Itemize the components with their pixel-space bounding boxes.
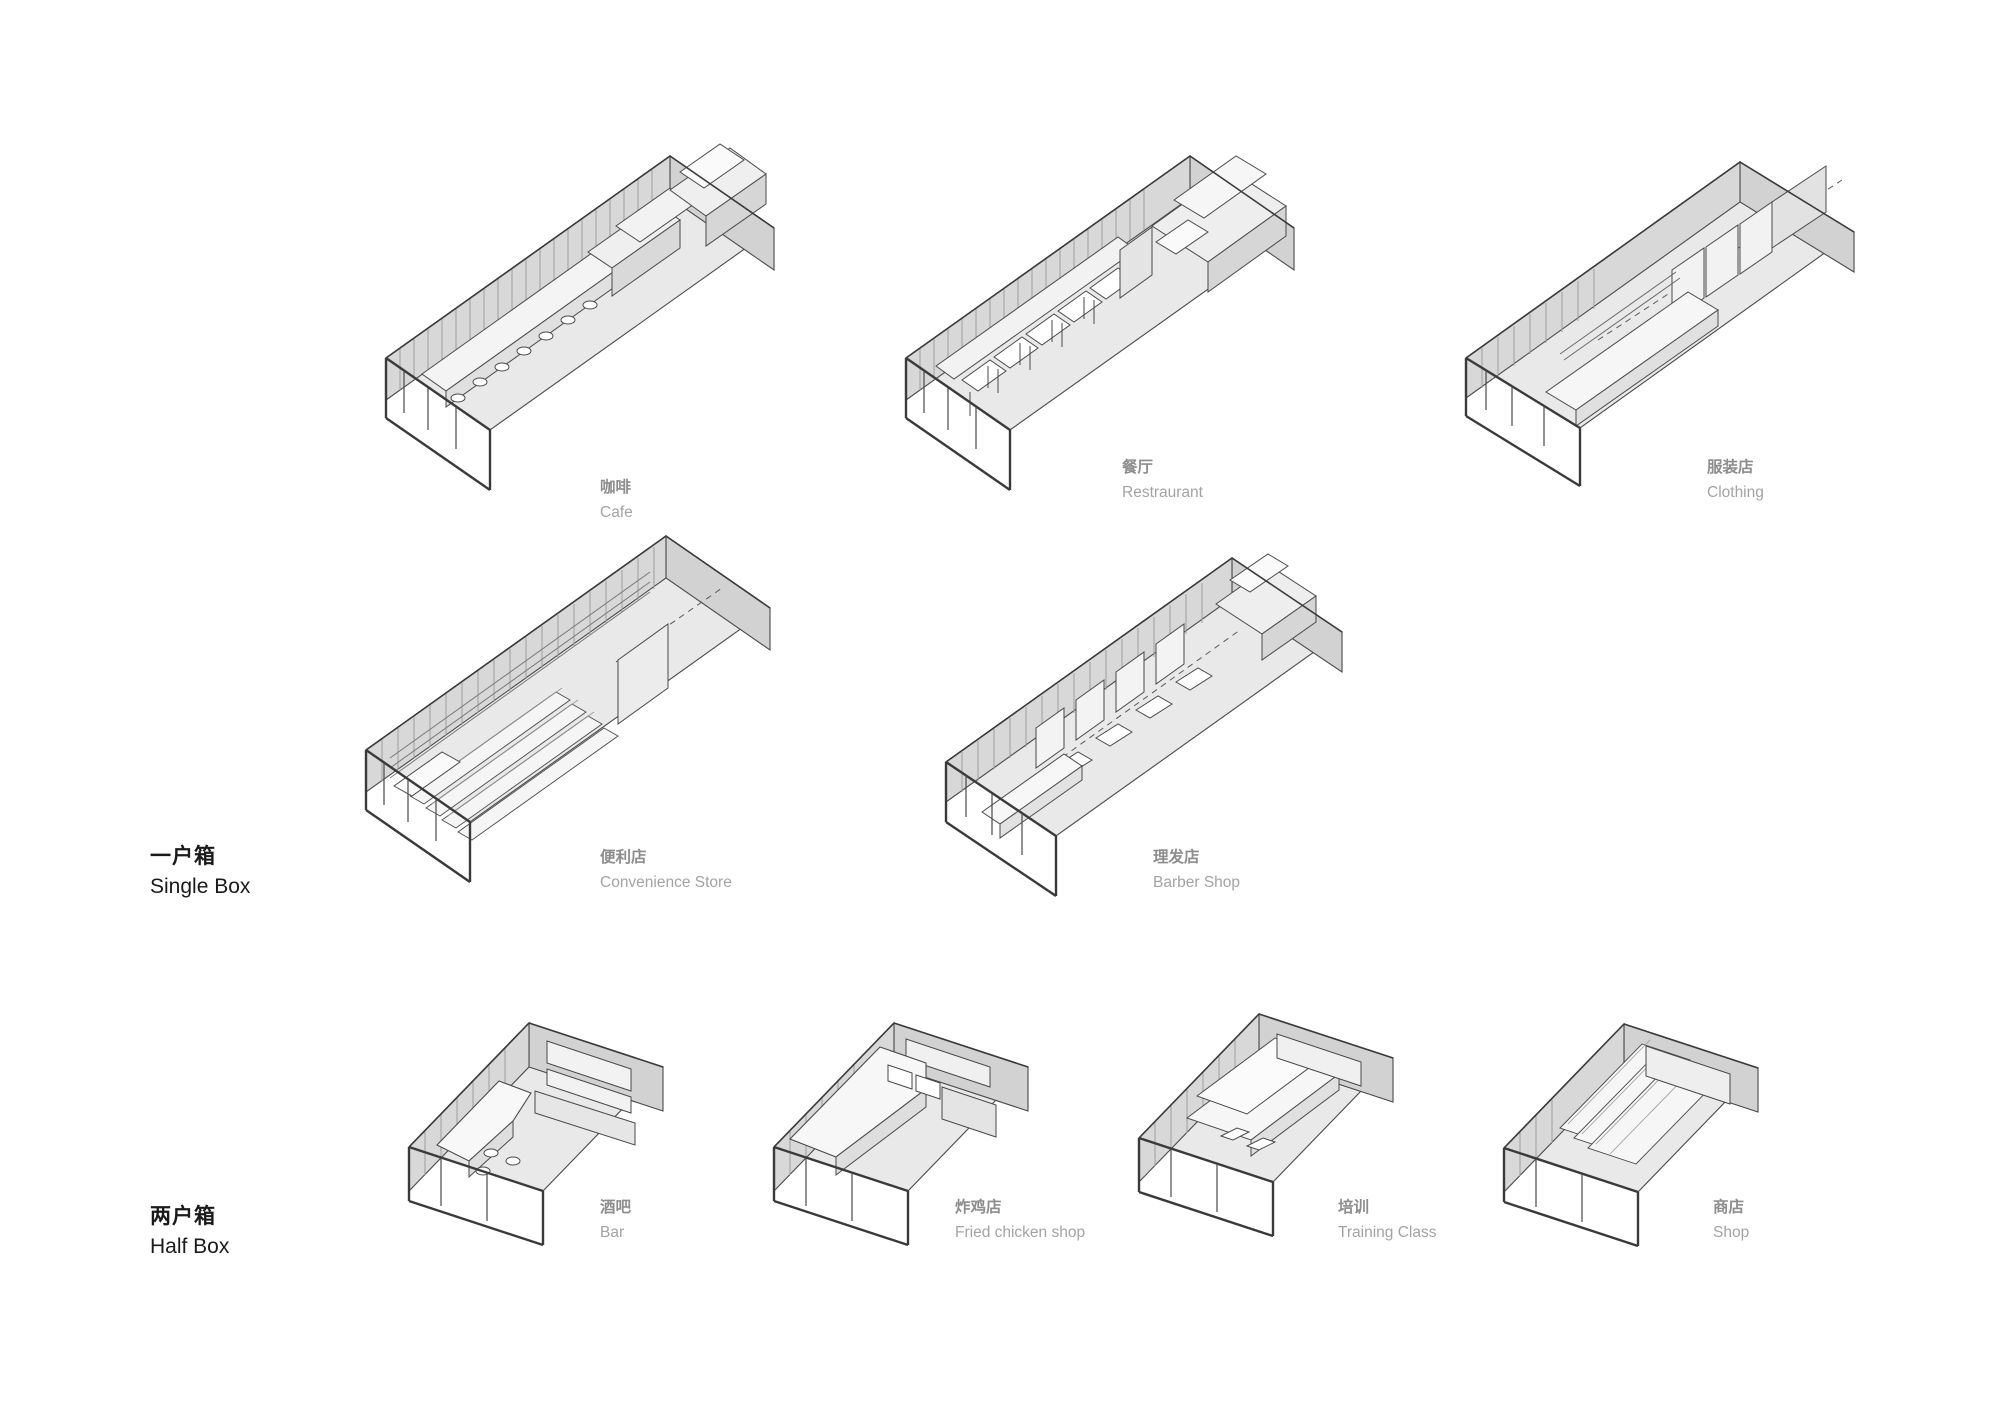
group-label-single-box: 一户箱 Single Box [150,842,250,902]
caption-convenience-store: 便利店 Convenience Store [600,845,732,895]
unit-bar-drawing [395,995,685,1247]
caption-convenience-store-cn: 便利店 [600,849,647,866]
caption-bar-cn: 酒吧 [600,1199,632,1216]
caption-fried-chicken-en: Fried chicken shop [955,1224,1086,1241]
caption-clothing-en: Clothing [1707,484,1764,501]
caption-bar: 酒吧 Bar [600,1195,631,1245]
unit-barber-shop-drawing [930,520,1360,897]
caption-clothing-cn: 服装店 [1707,459,1754,476]
caption-restaurant-cn: 餐厅 [1122,459,1154,476]
caption-restaurant: 餐厅 Restraurant [1122,455,1203,505]
unit-fried-chicken-drawing [760,995,1050,1247]
group-label-single-box-en: Single Box [150,875,251,898]
caption-bar-en: Bar [600,1224,625,1241]
caption-shop-cn: 商店 [1713,1199,1745,1216]
unit-cafe-drawing [370,130,790,491]
caption-shop: 商店 Shop [1713,1195,1749,1245]
caption-barber-shop-en: Barber Shop [1153,874,1241,891]
group-label-half-box-cn: 两户箱 [150,1205,216,1228]
caption-training-class-en: Training Class [1338,1224,1437,1241]
caption-barber-shop-cn: 理发店 [1153,849,1200,866]
caption-cafe-en: Cafe [600,504,633,521]
unit-convenience-store-drawing [350,500,790,883]
caption-clothing: 服装店 Clothing [1707,455,1764,505]
group-label-single-box-cn: 一户箱 [150,845,216,868]
unit-training-class-drawing [1125,990,1415,1238]
group-label-half-box: 两户箱 Half Box [150,1202,229,1262]
caption-convenience-store-en: Convenience Store [600,874,732,891]
caption-shop-en: Shop [1713,1224,1750,1241]
unit-restaurant-drawing [890,130,1310,491]
unit-shop-drawing [1490,1000,1780,1248]
caption-cafe-cn: 咖啡 [600,479,632,496]
unit-clothing-drawing [1450,140,1870,488]
caption-restaurant-en: Restraurant [1122,484,1203,501]
caption-training-class: 培训 Training Class [1338,1195,1437,1245]
caption-fried-chicken-cn: 炸鸡店 [955,1199,1002,1216]
caption-barber-shop: 理发店 Barber Shop [1153,845,1240,895]
group-label-half-box-en: Half Box [150,1235,230,1258]
caption-fried-chicken: 炸鸡店 Fried chicken shop [955,1195,1085,1245]
caption-training-class-cn: 培训 [1338,1199,1370,1216]
caption-cafe: 咖啡 Cafe [600,475,633,525]
